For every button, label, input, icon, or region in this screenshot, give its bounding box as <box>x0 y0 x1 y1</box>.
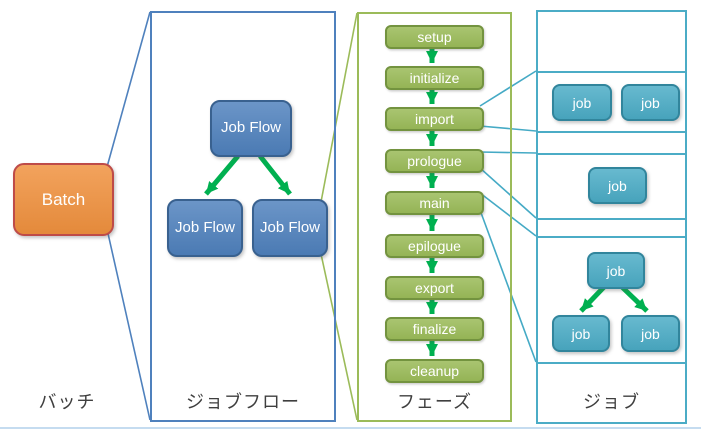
batch-node-label: Batch <box>41 189 86 209</box>
slide-bottom-rule <box>0 427 701 429</box>
jobflow-child-2-label: Job Flow <box>259 218 321 236</box>
phase-export: export <box>385 276 484 300</box>
phase-setup: setup <box>385 25 484 49</box>
phase-finalize: finalize <box>385 317 484 341</box>
import-job-2-label: job <box>641 94 660 111</box>
main-job-child-node-2: job <box>621 315 680 352</box>
job-arrow-left <box>579 285 606 313</box>
phase-main: main <box>385 191 484 215</box>
import-job-1-label: job <box>572 94 592 111</box>
job-arrow-right <box>620 285 649 313</box>
import-job-node-2: job <box>621 84 680 121</box>
phase-prologue: prologue <box>385 149 484 173</box>
batch-caption: バッチ <box>38 392 96 412</box>
jobflow-column-box <box>150 11 336 422</box>
phase-cleanup: cleanup <box>385 359 484 383</box>
main-job-child-node-1: job <box>552 315 610 352</box>
jobflow-root-label: Job Flow <box>220 119 282 137</box>
prologue-job-label: job <box>608 177 627 194</box>
jobflow-expand-line-bottom <box>320 253 358 421</box>
main-job-child-1-label: job <box>571 325 591 342</box>
main-job-root-node: job <box>587 252 645 289</box>
jobflow-expand-line-top <box>320 12 358 203</box>
prologue-expand-line-top <box>479 151 537 154</box>
phase-initialize: initialize <box>385 66 484 90</box>
jobflow-child-node-2: Job Flow <box>252 199 328 257</box>
jobflow-arrow-left <box>204 154 240 196</box>
batch-expand-line-bottom <box>106 228 151 421</box>
phase-column-box <box>357 12 512 422</box>
job-section-divider-4 <box>538 218 685 220</box>
job-section-divider-2 <box>538 131 685 133</box>
main-expand-line-top <box>479 192 537 237</box>
jobflow-root-node: Job Flow <box>210 100 292 157</box>
job-caption: ジョブ <box>583 392 640 412</box>
main-job-child-2-label: job <box>641 325 660 342</box>
jobflow-child-node-1: Job Flow <box>167 199 243 257</box>
job-column-box <box>536 10 687 424</box>
phase-epilogue: epilogue <box>385 234 484 258</box>
import-expand-line-top <box>479 70 537 107</box>
job-section-divider-6 <box>538 362 685 364</box>
job-section-divider-5 <box>538 236 685 238</box>
import-expand-line-bottom <box>479 125 537 132</box>
jobflow-child-1-label: Job Flow <box>174 218 236 236</box>
batch-expand-line-top <box>106 11 151 168</box>
main-job-root-label: job <box>606 262 626 279</box>
batch-node: Batch <box>13 163 114 236</box>
phase-import: import <box>385 107 484 131</box>
import-job-node-1: job <box>552 84 612 121</box>
jobflow-caption: ジョブフロー <box>186 392 300 412</box>
prologue-job-node: job <box>588 167 647 204</box>
phase-caption: フェーズ <box>396 392 473 412</box>
jobflow-arrow-right <box>258 154 292 196</box>
main-expand-line-bottom <box>479 209 537 363</box>
job-section-divider-3 <box>538 153 685 155</box>
job-section-divider-1 <box>538 71 685 73</box>
prologue-expand-line-bottom <box>479 167 537 219</box>
